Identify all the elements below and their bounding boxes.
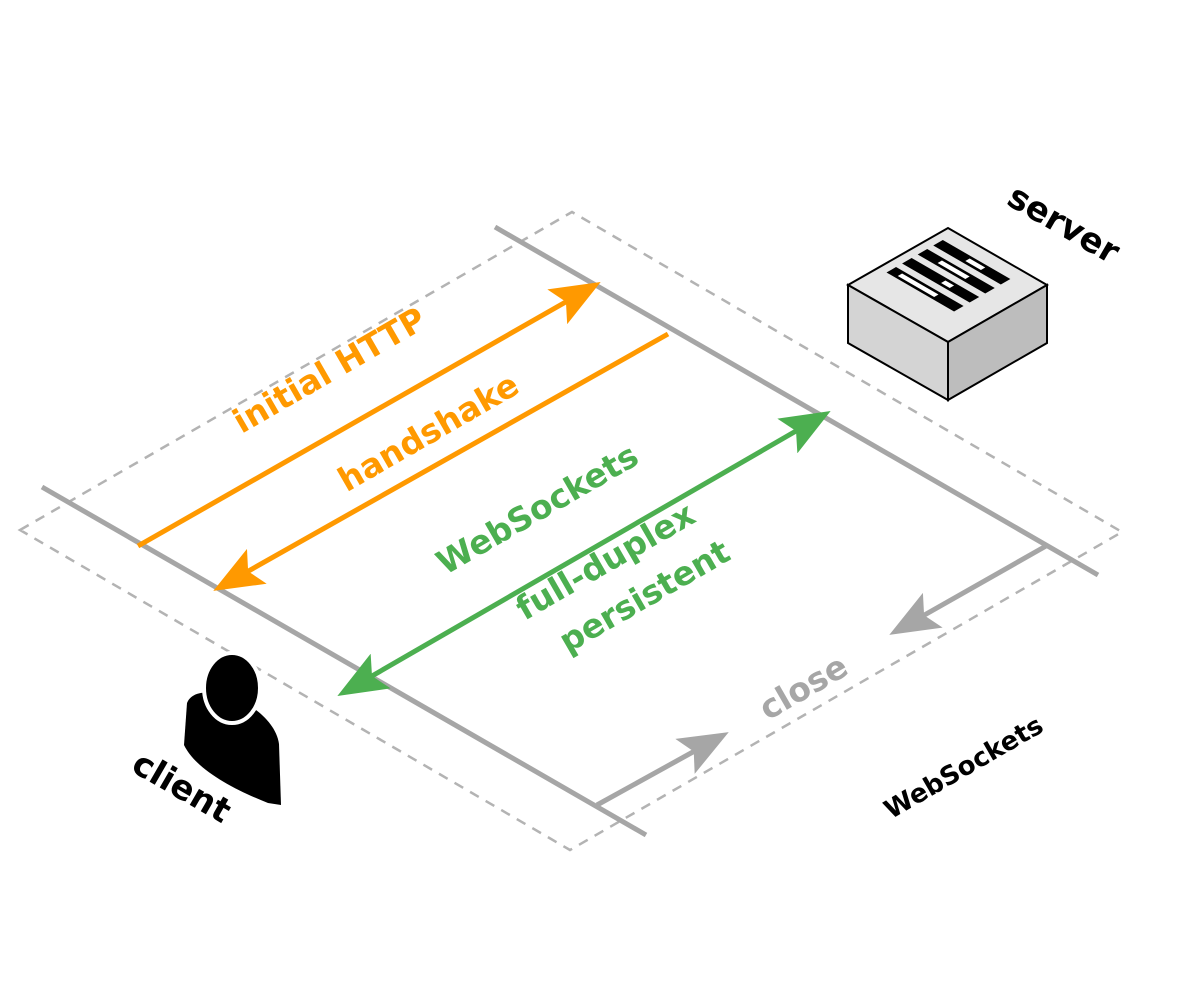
server-rack-icon: [845, 226, 1050, 402]
server-close-arrow: [889, 543, 1048, 635]
server-label: server: [1001, 177, 1127, 273]
http-label-line1: initial HTTP: [226, 299, 432, 441]
websocket-arrow: [337, 410, 831, 697]
person-icon: [184, 651, 281, 805]
diagram-caption: WebSockets: [879, 711, 1048, 826]
client-close-arrow: [595, 732, 729, 808]
client-timeline: [40, 484, 648, 838]
